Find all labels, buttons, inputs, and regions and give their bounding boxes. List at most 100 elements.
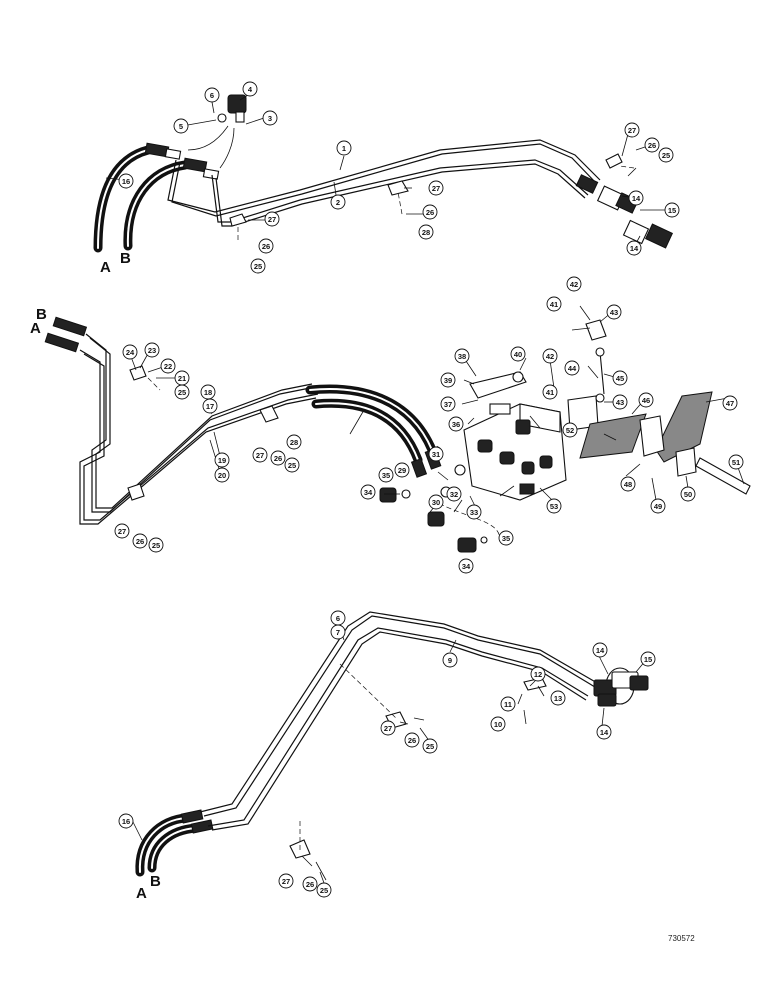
tube-7-bottom: [207, 627, 589, 827]
callout-mid-42b: 42: [542, 348, 558, 364]
svg-text:14: 14: [630, 244, 639, 253]
callout-bot-25b: 25: [316, 882, 332, 898]
svg-text:26: 26: [306, 880, 314, 889]
svg-text:1: 1: [342, 144, 346, 153]
callout-mid-45: 45: [612, 370, 628, 386]
callout-top-6: 6: [204, 87, 220, 103]
callout-mid-34a: 34: [360, 484, 376, 500]
svg-text:53: 53: [550, 502, 558, 511]
svg-text:44: 44: [568, 364, 577, 373]
tube-18-mid: [79, 349, 317, 525]
svg-text:26: 26: [426, 208, 434, 217]
port-label-b-bottom: B: [150, 873, 161, 890]
callout-bot-15: 15: [640, 651, 656, 667]
callout-mid-22: 22: [160, 358, 176, 374]
callout-bot-14b: 14: [596, 724, 612, 740]
svg-text:25: 25: [254, 262, 262, 271]
callout-mid-28: 28: [286, 434, 302, 450]
svg-text:25: 25: [426, 742, 434, 751]
svg-text:4: 4: [248, 85, 253, 94]
callout-mid-41b: 41: [542, 384, 558, 400]
callout-mid-31: 31: [428, 446, 444, 462]
callout-mid-35a: 35: [378, 467, 394, 483]
callout-bot-10: 10: [490, 716, 506, 732]
callout-top-14b: 14: [626, 240, 642, 256]
callout-top-4: 4: [242, 81, 258, 97]
callout-top-26b: 26: [422, 204, 438, 220]
pedal-assembly: [567, 319, 751, 495]
svg-text:21: 21: [178, 374, 186, 383]
svg-text:2: 2: [336, 198, 340, 207]
callout-bot-25a: 25: [422, 738, 438, 754]
callout-mid-18: 18: [200, 384, 216, 400]
tube-17-mid: [85, 333, 311, 513]
svg-text:27: 27: [432, 184, 440, 193]
callout-mid-37: 37: [440, 396, 456, 412]
svg-text:13: 13: [554, 694, 562, 703]
callout-mid-25a: 25: [174, 384, 190, 400]
svg-text:25: 25: [320, 886, 328, 895]
svg-text:25: 25: [288, 461, 296, 470]
callout-bot-12: 12: [530, 666, 546, 682]
port-label-a-top: A: [100, 259, 111, 276]
callout-bot-27a: 27: [380, 720, 396, 736]
svg-text:50: 50: [684, 490, 692, 499]
port-label-a-bottom: A: [136, 885, 147, 902]
callout-mid-35b: 35: [498, 530, 514, 546]
callout-mid-43b: 43: [612, 394, 628, 410]
callout-mid-36: 36: [448, 416, 464, 432]
callout-mid-51: 51: [728, 454, 744, 470]
callout-bot-6: 6: [330, 610, 346, 626]
svg-text:14: 14: [600, 728, 609, 737]
tube-6-bottom: [199, 611, 611, 813]
callout-mid-30: 30: [428, 494, 444, 510]
svg-text:10: 10: [494, 720, 502, 729]
svg-text:41: 41: [546, 388, 554, 397]
svg-text:48: 48: [624, 480, 632, 489]
callout-top-25a: 25: [250, 258, 266, 274]
callout-top-25b: 25: [658, 147, 674, 163]
svg-text:36: 36: [452, 420, 460, 429]
port-label-b-top: B: [120, 250, 131, 267]
svg-text:43: 43: [616, 398, 624, 407]
svg-text:14: 14: [596, 646, 605, 655]
callout-mid-42a: 42: [566, 276, 582, 292]
callout-bot-11: 11: [500, 696, 516, 712]
svg-text:33: 33: [470, 508, 478, 517]
svg-text:25: 25: [662, 151, 670, 160]
svg-text:28: 28: [290, 438, 298, 447]
callout-mid-19: 19: [214, 452, 230, 468]
svg-text:24: 24: [126, 348, 135, 357]
svg-text:35: 35: [502, 534, 510, 543]
svg-text:26: 26: [274, 454, 282, 463]
callout-bot-13: 13: [550, 690, 566, 706]
svg-text:31: 31: [432, 450, 440, 459]
svg-text:27: 27: [282, 877, 290, 886]
port-label-a-mid: A: [30, 320, 41, 337]
svg-text:11: 11: [504, 700, 512, 709]
callout-mid-20: 20: [214, 467, 230, 483]
callout-mid-47: 47: [722, 395, 738, 411]
callout-bot-9: 9: [442, 652, 458, 668]
middle-assembly: B A: [30, 305, 751, 553]
callout-top-27c: 27: [624, 122, 640, 138]
svg-text:46: 46: [642, 396, 650, 405]
port-label-b-mid: B: [36, 306, 47, 323]
svg-text:40: 40: [514, 350, 522, 359]
svg-text:19: 19: [218, 456, 226, 465]
svg-text:27: 27: [384, 724, 392, 733]
callout-mid-46: 46: [638, 392, 654, 408]
callout-top-2: 2: [330, 194, 346, 210]
svg-text:27: 27: [628, 126, 636, 135]
svg-text:16: 16: [122, 817, 130, 826]
svg-text:6: 6: [336, 614, 340, 623]
svg-text:3: 3: [268, 114, 272, 123]
callout-top-27b: 27: [428, 180, 444, 196]
callout-top-3: 3: [262, 110, 278, 126]
svg-text:37: 37: [444, 400, 452, 409]
svg-text:32: 32: [450, 490, 458, 499]
callout-mid-24: 24: [122, 344, 138, 360]
svg-text:7: 7: [336, 628, 340, 637]
callout-mid-43a: 43: [606, 304, 622, 320]
